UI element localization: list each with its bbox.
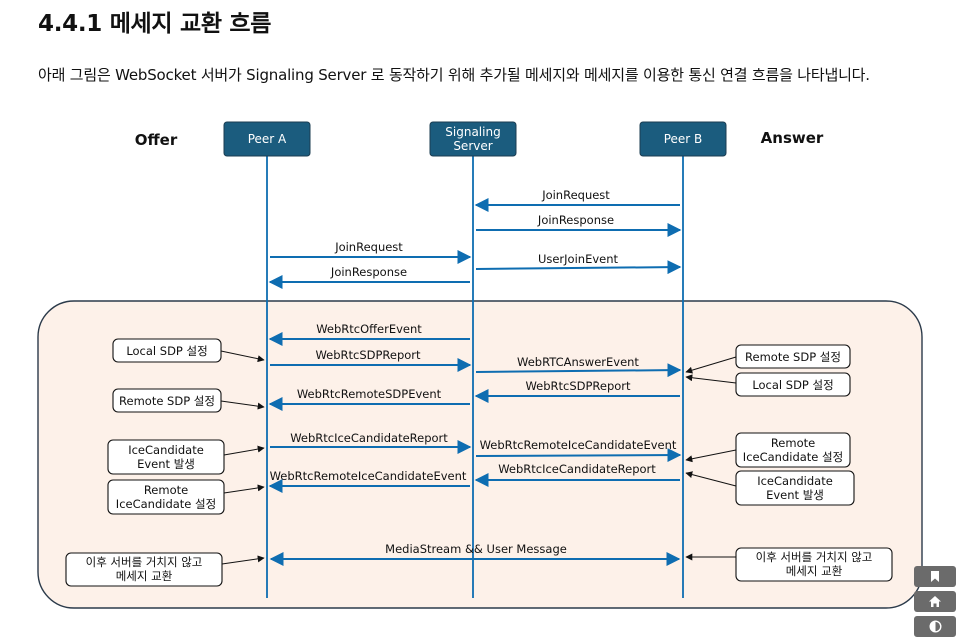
message-webrtc-ice-candidate-report-b: WebRtcIceCandidateReport — [474, 462, 680, 487]
peer-b-box: Peer B — [639, 121, 727, 157]
message-join-response-b: JoinResponse — [476, 213, 682, 237]
svg-text:IceCandidate 설정: IceCandidate 설정 — [743, 450, 843, 464]
message-join-response-a: JoinResponse — [268, 265, 470, 289]
svg-text:Peer A: Peer A — [248, 132, 287, 146]
svg-text:JoinRequest: JoinRequest — [334, 240, 403, 254]
svg-text:JoinResponse: JoinResponse — [537, 213, 614, 227]
message-user-join-event: UserJoinEvent — [475, 252, 682, 275]
svg-text:WebRtcIceCandidateReport: WebRtcIceCandidateReport — [498, 462, 656, 476]
svg-text:WebRtcSDPReport: WebRtcSDPReport — [315, 348, 421, 362]
svg-text:Remote SDP 설정: Remote SDP 설정 — [745, 350, 841, 364]
svg-text:Remote: Remote — [144, 483, 188, 497]
theme-toggle-button[interactable] — [914, 616, 956, 637]
note-right-remote-sdp: Remote SDP 설정 — [685, 344, 851, 374]
svg-text:Remote SDP 설정: Remote SDP 설정 — [119, 394, 215, 408]
bookmark-icon — [931, 571, 939, 582]
svg-text:JoinResponse: JoinResponse — [330, 265, 407, 279]
message-webrtc-remote-ice-candidate-event-b: WebRtcRemoteIceCandidateEvent — [475, 438, 682, 463]
answer-label: Answer — [761, 129, 824, 147]
svg-text:IceCandidate 설정: IceCandidate 설정 — [116, 497, 216, 511]
note-left-remote-sdp: Remote SDP 설정 — [112, 388, 265, 413]
message-webrtc-remote-ice-candidate-event-a: WebRtcRemoteIceCandidateEvent — [268, 469, 470, 493]
svg-text:이후 서버를 거치지 않고: 이후 서버를 거치지 않고 — [756, 550, 873, 564]
message-webrtc-remote-sdp-event: WebRtcRemoteSDPEvent — [268, 387, 470, 411]
note-right-ice-candidate-event: IceCandidate Event 발생 — [685, 470, 855, 506]
svg-text:Local SDP 설정: Local SDP 설정 — [126, 344, 207, 358]
svg-text:Event 발생: Event 발생 — [766, 488, 824, 502]
message-webrtc-sdp-report-a: WebRtcSDPReport — [270, 348, 472, 372]
peer-a-box: Peer A — [223, 121, 311, 157]
signaling-server-box: Signaling Server — [429, 121, 517, 157]
svg-text:WebRtcOfferEvent: WebRtcOfferEvent — [316, 322, 422, 336]
svg-text:메세지 교환: 메세지 교환 — [116, 569, 173, 583]
contrast-icon — [928, 620, 942, 633]
svg-text:UserJoinEvent: UserJoinEvent — [538, 252, 619, 266]
svg-text:IceCandidate: IceCandidate — [128, 443, 204, 457]
message-join-request-b: JoinRequest — [474, 188, 680, 212]
page-title: 4.4.1 메세지 교환 흐름 — [38, 11, 272, 37]
note-right-p2p-message: 이후 서버를 거치지 않고 메세지 교환 — [685, 547, 893, 582]
svg-text:Signaling: Signaling — [445, 125, 500, 139]
note-right-remote-ice-candidate: Remote IceCandidate 설정 — [685, 432, 851, 468]
svg-text:Local SDP 설정: Local SDP 설정 — [752, 378, 833, 392]
svg-text:Peer B: Peer B — [664, 132, 703, 146]
note-right-local-sdp: Local SDP 설정 — [685, 372, 851, 397]
message-media-stream: MediaStream && User Message — [269, 542, 681, 566]
svg-text:WebRtcRemoteIceCandidateEvent: WebRtcRemoteIceCandidateEvent — [480, 438, 677, 452]
svg-text:메세지 교환: 메세지 교환 — [786, 564, 843, 578]
page-description: 아래 그림은 WebSocket 서버가 Signaling Server 로 … — [38, 66, 870, 84]
svg-text:WebRtcSDPReport: WebRtcSDPReport — [525, 379, 631, 393]
svg-text:Event 발생: Event 발생 — [137, 457, 195, 471]
message-webrtc-answer-event: WebRTCAnswerEvent — [475, 355, 682, 378]
note-left-p2p-message: 이후 서버를 거치지 않고 메세지 교환 — [65, 552, 265, 587]
note-left-remote-ice-candidate: Remote IceCandidate 설정 — [107, 479, 265, 515]
svg-text:IceCandidate: IceCandidate — [757, 474, 833, 488]
svg-text:이후 서버를 거치지 않고: 이후 서버를 거치지 않고 — [86, 555, 203, 569]
message-webrtc-ice-candidate-report-a: WebRtcIceCandidateReport — [270, 431, 472, 454]
svg-text:Remote: Remote — [771, 436, 815, 450]
home-button[interactable] — [914, 591, 956, 612]
bookmark-button[interactable] — [914, 566, 956, 587]
svg-text:JoinRequest: JoinRequest — [541, 188, 610, 202]
svg-text:WebRTCAnswerEvent: WebRTCAnswerEvent — [517, 355, 639, 369]
note-left-local-sdp: Local SDP 설정 — [112, 338, 265, 363]
svg-text:MediaStream && User Message: MediaStream && User Message — [385, 542, 567, 556]
svg-text:WebRtcRemoteSDPEvent: WebRtcRemoteSDPEvent — [297, 387, 442, 401]
svg-text:Server: Server — [453, 139, 492, 153]
message-webrtc-offer-event: WebRtcOfferEvent — [268, 322, 470, 346]
home-icon — [929, 596, 941, 607]
svg-text:WebRtcRemoteIceCandidateEvent: WebRtcRemoteIceCandidateEvent — [270, 469, 467, 483]
p2p-region — [37, 300, 923, 609]
floating-toolbar — [914, 566, 956, 641]
note-left-ice-candidate-event: IceCandidate Event 발생 — [107, 439, 265, 475]
svg-text:WebRtcIceCandidateReport: WebRtcIceCandidateReport — [290, 431, 448, 445]
message-join-request-a: JoinRequest — [270, 240, 472, 264]
message-webrtc-sdp-report-b: WebRtcSDPReport — [474, 379, 680, 403]
offer-label: Offer — [135, 131, 178, 149]
